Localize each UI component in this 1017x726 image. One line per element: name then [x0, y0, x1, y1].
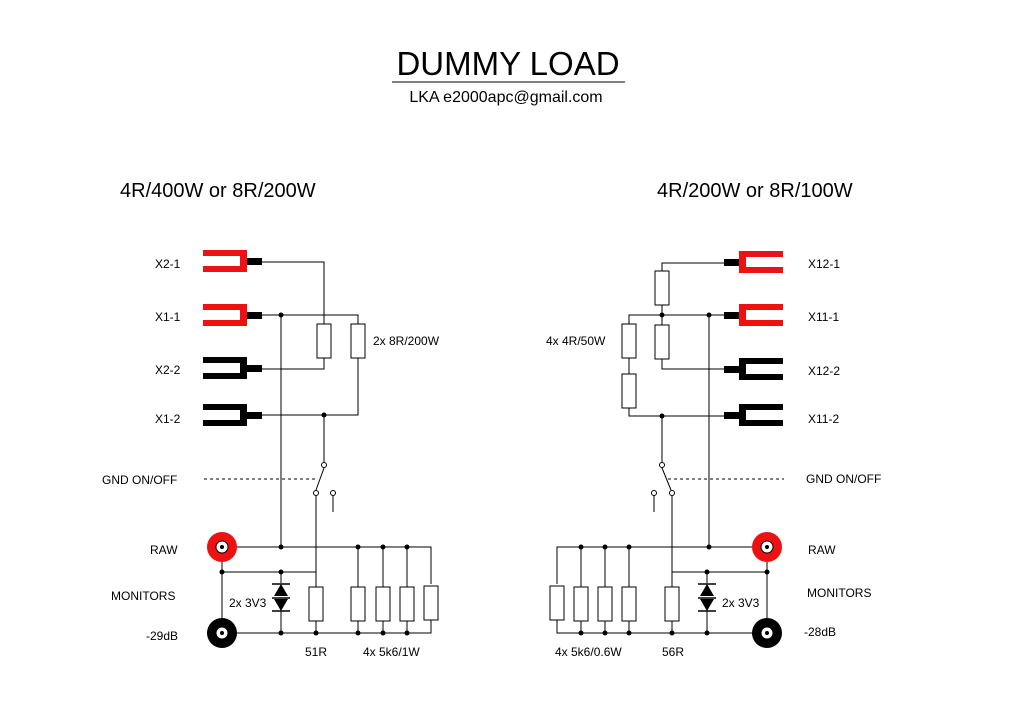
left-terminal-label: X1-1	[155, 310, 181, 324]
right-terminal-label: X12-2	[808, 364, 840, 378]
left-gnd-label: GND ON/OFF	[102, 473, 177, 487]
right-spade-terminal-black	[724, 404, 783, 426]
page-title: DUMMY LOAD	[396, 45, 619, 82]
left-raw-jack	[207, 532, 237, 562]
left-gnd-switch	[313, 462, 336, 572]
right-raw-label: RAW	[808, 543, 836, 557]
left-monitors-label: MONITORS	[111, 589, 175, 603]
left-load-resistor	[350, 323, 366, 359]
right-monitor-jack	[752, 618, 782, 648]
right-terminal-label: X11-2	[808, 412, 839, 426]
left-shunt-resistor	[399, 586, 415, 622]
right-monitors-label: MONITORS	[807, 586, 871, 600]
right-terminal-label: X11-1	[808, 310, 839, 324]
left-diode-label: 2x 3V3	[229, 596, 267, 610]
left-level-label: -29dB	[146, 629, 178, 643]
right-shunt-res-label: 4x 5k6/0.6W	[555, 645, 622, 659]
right-circuit: X12-1 X11-1 X12-2 X11-2	[546, 251, 881, 659]
left-junction-dots	[219, 312, 410, 636]
right-load-label: 4x 4R/50W	[546, 334, 606, 348]
left-spade-terminal-black	[203, 357, 262, 379]
left-series-resistor	[308, 586, 324, 622]
right-junction-dots	[578, 312, 770, 636]
right-terminal-label: X12-1	[808, 257, 840, 271]
right-shunt-resistor	[597, 586, 613, 622]
right-diode-label: 2x 3V3	[722, 596, 760, 610]
right-zener-diodes	[698, 583, 716, 620]
left-shunt-resistor	[423, 585, 439, 621]
right-load-resistor	[654, 324, 670, 360]
left-spade-terminal-black	[203, 404, 262, 426]
left-terminal-label: X2-1	[155, 257, 181, 271]
left-raw-label: RAW	[150, 543, 178, 557]
right-load-resistor	[621, 323, 637, 359]
left-series-res-label: 51R	[305, 645, 327, 659]
right-spade-terminal-red	[724, 304, 783, 326]
right-series-res-label: 56R	[662, 645, 684, 659]
left-circuit: X2-1 X1-1 X2-2 X1-2 2x 8R/200W	[102, 250, 440, 659]
right-spade-terminal-black	[724, 358, 783, 380]
author-contact: LKA e2000apc@gmail.com	[409, 89, 602, 106]
right-heading: 4R/200W or 8R/100W	[657, 180, 853, 202]
right-gnd-switch	[651, 462, 675, 572]
left-zener-diodes	[272, 583, 290, 620]
right-shunt-resistor	[573, 586, 589, 622]
right-shunt-resistor	[621, 586, 637, 622]
left-monitor-jack	[207, 618, 237, 648]
left-spade-terminal-red	[203, 250, 262, 272]
left-shunt-resistor	[350, 586, 366, 622]
right-load-resistor	[621, 373, 637, 409]
left-heading: 4R/400W or 8R/200W	[120, 180, 316, 202]
left-shunt-res-label: 4x 5k6/1W	[363, 645, 420, 659]
right-level-label: -28dB	[804, 625, 836, 639]
right-gnd-label: GND ON/OFF	[806, 472, 881, 486]
left-spade-terminal-red	[203, 304, 262, 326]
right-raw-jack	[752, 532, 782, 562]
right-series-resistor	[664, 586, 680, 622]
right-spade-terminal-red	[724, 251, 783, 273]
left-load-resistor	[316, 323, 332, 359]
left-shunt-resistor	[375, 586, 391, 622]
left-terminal-label: X2-2	[155, 363, 181, 377]
right-shunt-resistor	[549, 585, 565, 621]
left-terminal-label: X1-2	[155, 412, 181, 426]
left-load-label: 2x 8R/200W	[373, 334, 440, 348]
right-load-resistor	[654, 270, 670, 306]
